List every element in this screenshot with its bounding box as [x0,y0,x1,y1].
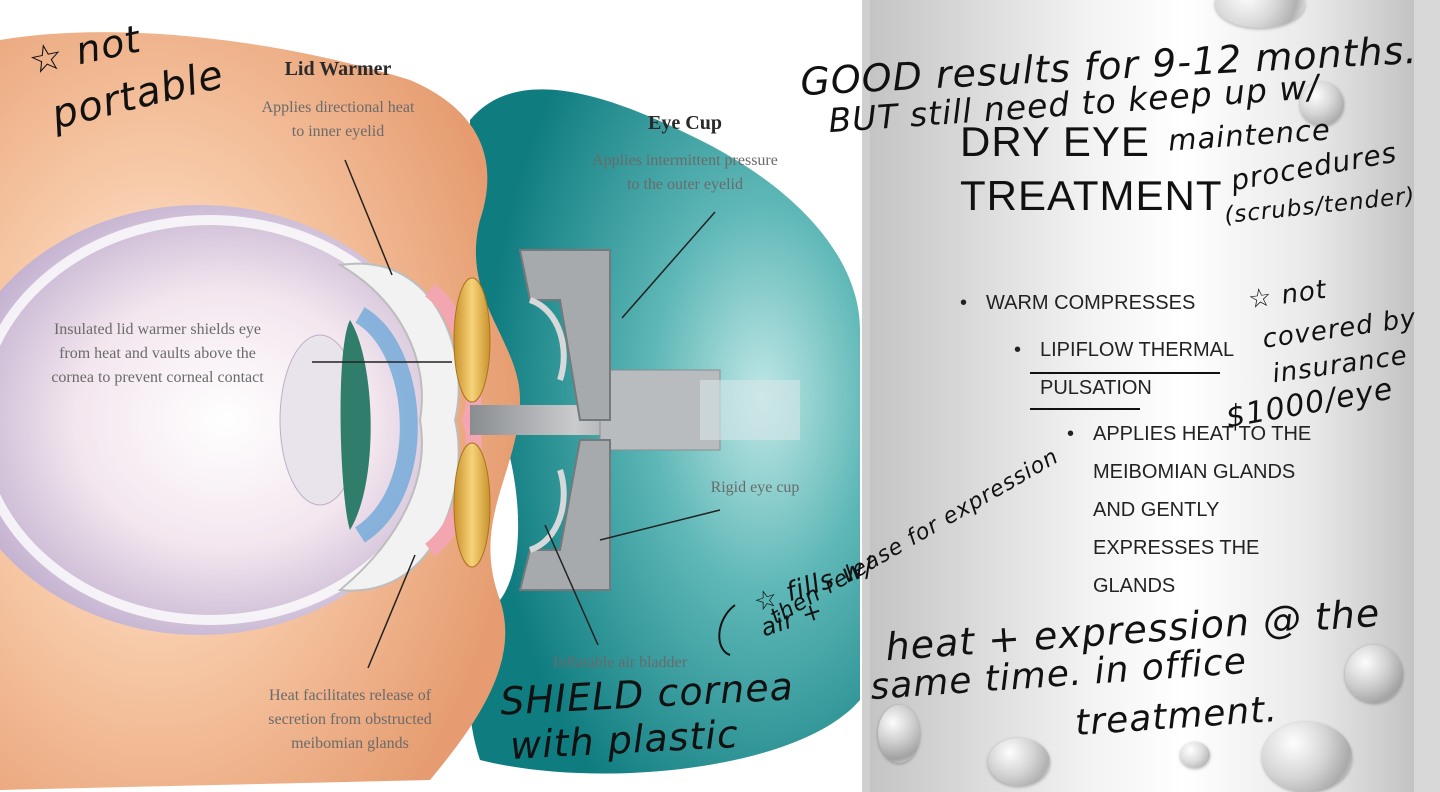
eye-cup-title: Eye Cup [648,112,722,134]
cornea [354,307,418,543]
arrow-lid-warmer [344,159,393,276]
bullet-dot: • [1014,339,1022,361]
bullet-dot: • [1067,423,1075,445]
bladder-label: Inflatable air bladder [552,654,688,671]
iris [340,320,371,530]
water-droplet [1300,82,1344,126]
water-droplet [988,738,1050,786]
lid-warmer-title: Lid Warmer [284,58,392,80]
air-bladder-upper [528,297,567,381]
bullet-warm-compresses: • WARM COMPRESSES [960,284,1196,322]
slide-edge [1414,0,1440,792]
device-tube [700,380,800,440]
water-droplet [1345,645,1403,703]
water-droplet [878,705,920,763]
heat-line-2: secretion from obstructed [268,711,432,728]
upper-meibomian-gland [453,277,491,403]
lower-meibomian-gland [453,442,491,568]
panel-divider [862,0,870,792]
handwritten-underline [1030,372,1220,374]
bullet-dot: • [960,292,968,314]
slide-title-line-2: TREATMENT [960,172,1223,219]
lid-warmer [337,262,460,592]
handwritten-connector [718,604,736,656]
bullet-applies-heat: • APPLIES HEAT TO THE MEIBOMIAN GLANDS A… [1067,415,1312,605]
heat-line-3: meibomian glands [291,735,409,752]
bullet-line: APPLIES HEAT TO THE [1093,423,1312,445]
eye-cup-desc-2: to the outer eyelid [627,176,743,193]
water-droplet [1180,742,1210,768]
lid-warmer-desc-2: to inner eyelid [291,123,385,140]
bullet-text: WARM COMPRESSES [986,292,1196,314]
bullet-line: AND GENTLY [1093,499,1220,521]
insulated-line-3: cornea to prevent corneal contact [51,369,264,386]
bullet-line: EXPRESSES THE [1093,537,1260,559]
bullet-text-line-1: LIPIFLOW THERMAL [1040,339,1235,361]
slide-title-line-1: DRY EYE [960,118,1150,165]
arrow-heat [367,554,416,669]
air-bladder-lower [528,469,567,553]
bullet-line: GLANDS [1093,575,1176,597]
eye-cup-desc-1: Applies intermittent pressure [592,152,778,169]
water-droplet [1262,722,1352,792]
heat-line-1: Heat facilitates release of [268,687,432,704]
lipiflow-diagram [0,32,860,790]
arrow-rigid-cup [599,509,721,541]
arrow-bladder [544,524,599,646]
handwritten-underline [1030,408,1140,410]
eyeball [0,205,450,635]
lid-warmer-desc-1: Applies directional heat [261,99,415,116]
bullet-text-line-2: PULSATION [1040,377,1152,399]
slide-panel [870,0,1440,792]
arrow-eye-cup [621,211,716,319]
bullet-line: MEIBOMIAN GLANDS [1093,461,1296,483]
bullet-lipiflow: • LIPIFLOW THERMAL PULSATION [1014,331,1235,407]
insulated-line-2: from heat and vaults above the [59,345,256,362]
rigid-cup-label: Rigid eye cup [710,479,800,496]
insulated-line-1: Insulated lid warmer shields eye [53,321,262,338]
